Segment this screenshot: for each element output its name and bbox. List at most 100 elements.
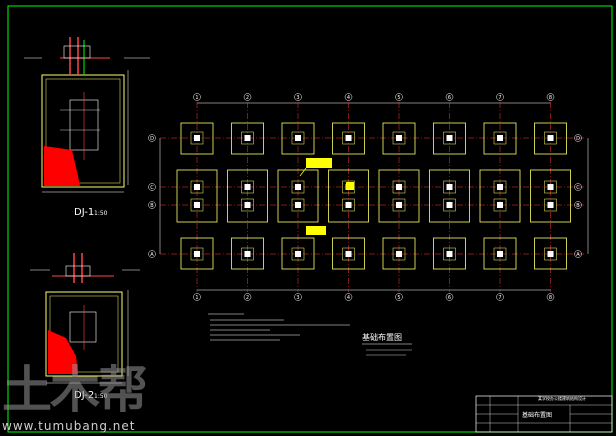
axis-bubble-label: 8 — [549, 295, 552, 301]
footing-dj2 — [180, 237, 214, 270]
footing-tag — [346, 182, 354, 190]
axis-bubble-label: D — [576, 136, 580, 142]
column — [446, 251, 453, 257]
footing-pedestal — [443, 198, 456, 212]
column — [244, 135, 251, 141]
axis-bubble-label: 3 — [296, 95, 299, 101]
column — [446, 202, 453, 208]
column — [295, 251, 301, 257]
footing-dj1 — [378, 169, 420, 223]
footing-dj2 — [231, 122, 264, 155]
dj2-plan-column — [69, 311, 97, 343]
detail-dj2-label: DJ-2 — [74, 390, 95, 401]
axis-bubble — [496, 293, 504, 301]
column — [396, 251, 402, 257]
column — [446, 135, 453, 141]
dj2-footing-outline — [45, 291, 123, 377]
detail-dj2 — [30, 253, 140, 384]
footing-dj2 — [332, 237, 365, 270]
axis-bubble-label: 6 — [448, 295, 451, 301]
axis-bubble — [148, 201, 156, 209]
axis-bubble — [546, 293, 555, 301]
axis-bubble-label: 2 — [246, 295, 249, 301]
column — [497, 135, 503, 141]
axis-bubble-label: C — [576, 185, 580, 191]
column — [547, 202, 554, 208]
axis-bubble-label: D — [150, 136, 154, 142]
column — [194, 135, 200, 141]
footing-dj1 — [429, 169, 470, 223]
footing-tag — [306, 226, 326, 235]
footing-pedestal — [342, 131, 355, 145]
axis-bubble — [193, 293, 201, 301]
detail-dj1-scale: 1:50 — [94, 210, 108, 217]
footing-pedestal — [493, 131, 507, 145]
dj1-hatch — [44, 146, 80, 186]
footing-pedestal — [241, 180, 254, 194]
axis-bubble — [294, 293, 302, 301]
footing-pedestal — [493, 198, 507, 212]
footing-tag — [306, 158, 332, 168]
column — [295, 184, 301, 190]
axis-bubble-label: A — [150, 252, 154, 258]
column — [547, 135, 554, 141]
footing-dj1 — [227, 169, 268, 223]
axis-bubble-label: C — [150, 185, 154, 191]
axis-bubble — [496, 93, 504, 101]
axis-bubble — [344, 93, 353, 101]
dj1-footing-outline — [41, 74, 125, 188]
axis-bubble — [395, 93, 403, 101]
axis-bubble-label: 5 — [397, 95, 400, 101]
title-block-project: 某学校办公楼建筑结构设计 — [538, 396, 586, 401]
footing-tag-leader — [299, 167, 307, 177]
title-block — [475, 395, 613, 433]
axis-bubble-label: B — [150, 203, 154, 209]
footing-pedestal — [544, 198, 557, 212]
column — [446, 184, 453, 190]
footing-dj1 — [530, 169, 571, 223]
title-block-drawing-name: 基础布置图 — [522, 412, 553, 419]
footing-pedestal — [544, 131, 557, 145]
footing-dj1 — [328, 169, 369, 223]
footing-pedestal — [241, 247, 254, 261]
footing-dj2 — [281, 122, 315, 155]
footing-pedestal — [392, 180, 406, 194]
footing-dj2 — [433, 237, 466, 270]
footing-dj2 — [433, 122, 466, 155]
footing-pedestal — [493, 247, 507, 261]
axis-bubble — [574, 201, 582, 209]
axis-bubble-label: 3 — [296, 295, 299, 301]
footing-pedestal — [241, 131, 254, 145]
column — [547, 184, 554, 190]
axis-bubble-label: A — [576, 252, 580, 258]
column — [547, 251, 554, 257]
axis-bubble-label: 2 — [246, 95, 249, 101]
column — [497, 202, 503, 208]
detail-dj1 — [24, 37, 150, 193]
footing-pedestal — [443, 131, 456, 145]
footing-pedestal — [190, 247, 204, 261]
footing-pedestal — [392, 131, 406, 145]
footing-dj2 — [281, 237, 315, 270]
dj1-footing-inner — [45, 78, 121, 184]
column — [194, 251, 200, 257]
footing-pedestal — [443, 180, 456, 194]
footing-pedestal — [342, 180, 355, 194]
footing-dj2 — [382, 237, 416, 270]
column — [345, 251, 352, 257]
axis-bubble-label: 7 — [498, 95, 501, 101]
footing-pedestal — [544, 247, 557, 261]
footing-dj2 — [534, 237, 567, 270]
footing-pedestal — [392, 198, 406, 212]
footing-pedestal — [443, 247, 456, 261]
footing-dj1 — [479, 169, 521, 223]
general-notes — [208, 313, 412, 356]
axis-bubble-label: B — [576, 203, 580, 209]
axis-bubble — [193, 93, 201, 101]
footing-dj2 — [180, 122, 214, 155]
detail-dj2-scale: 1:50 — [94, 393, 108, 400]
axis-bubble — [574, 183, 582, 191]
axis-bubble — [574, 134, 582, 142]
footing-dj1 — [176, 169, 218, 223]
